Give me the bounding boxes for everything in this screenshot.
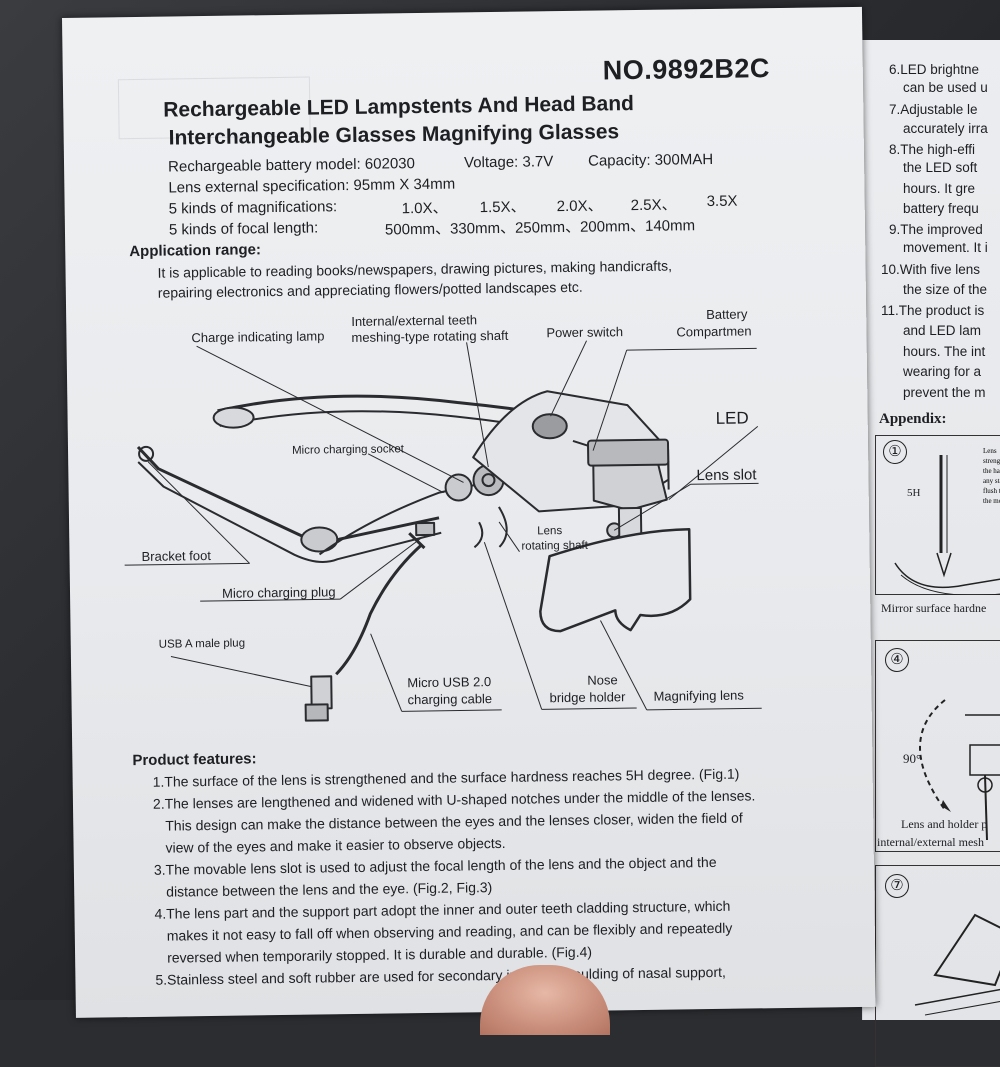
figure-4-box <box>875 640 1000 852</box>
feature-line-10: 5.Stainless steel and soft rubber are us… <box>155 963 726 988</box>
label-lens-slot: Lens slot <box>696 466 757 485</box>
label-lens-shaft-1: Lens <box>537 525 563 538</box>
right-page-line: the LED soft <box>903 160 978 175</box>
figure-1-number: ① <box>883 440 907 464</box>
right-page: 6.LED brightne can be used u 7.Adjustable … <box>862 40 1000 1067</box>
label-power-switch: Power switch <box>546 324 624 341</box>
label-teeth-shaft-1: Internal/external teeth <box>351 312 478 329</box>
right-page-line: 11.The product is <box>881 303 985 318</box>
svg-text:the mo: the mo <box>983 497 1000 505</box>
label-teeth-shaft-2: meshing-type rotating shaft <box>351 327 509 345</box>
figure-1-caption: Mirror surface hardne <box>881 601 987 615</box>
label-cable-1: Micro USB 2.0 <box>407 674 492 691</box>
svg-text:flush t: flush t <box>983 487 1000 495</box>
label-magnifying-lens: Magnifying lens <box>653 687 744 704</box>
right-page-line: prevent the m <box>903 385 986 400</box>
label-nose-1: Nose <box>587 672 618 688</box>
svg-text:any sta: any sta <box>983 477 1000 485</box>
figure-4-caption-1: Lens and holder p <box>901 817 988 831</box>
right-page-line: 6.LED brightne <box>889 62 980 77</box>
label-bracket-foot: Bracket foot <box>141 547 211 564</box>
label-cable-2: charging cable <box>407 691 493 708</box>
feature-line-5: 3.The movable lens slot is used to adjus… <box>153 853 717 878</box>
right-page-line: 8.The high-effi <box>889 142 976 157</box>
figure-4-caption-2: internal/external mesh <box>877 835 984 849</box>
label-battery-1: Battery <box>706 306 748 323</box>
right-page-line: hours. It gre <box>903 181 976 196</box>
right-page-line: can be used u <box>903 80 988 95</box>
label-led: LED <box>715 408 749 428</box>
figure-4-angle: 90° <box>903 751 922 766</box>
figure-4-drawing <box>919 699 1000 841</box>
appendix-heading: Appendix: <box>879 411 947 427</box>
label-usb-plug: USB A male plug <box>158 637 246 651</box>
figure-1-box <box>875 435 1000 595</box>
label-battery-2: Compartmen <box>676 323 752 340</box>
right-page-line: accurately irra <box>903 121 988 136</box>
figure-4-number: ④ <box>885 648 909 672</box>
product-features-heading: Product features: <box>132 750 257 770</box>
label-micro-socket: Micro charging socket <box>291 443 404 457</box>
right-page-line: and LED lam <box>903 323 982 338</box>
svg-text:the har: the har <box>983 467 1000 475</box>
right-page-line: battery frequ <box>903 201 979 216</box>
figure-1-5h-label: 5H <box>907 487 921 499</box>
label-lens-shaft-2: rotating shaft <box>521 539 588 553</box>
glasses-diagram <box>124 340 762 722</box>
feature-line-3: This design can make the distance betwee… <box>165 809 743 834</box>
right-page-line: 9.The improved <box>889 222 983 237</box>
feature-line-8: makes it not easy to fall off when obser… <box>166 919 733 944</box>
instruction-sheet: NO.9892B2C Rechargeable LED Lampstents A… <box>62 6 876 1018</box>
feature-line-1: 1.The surface of the lens is strengthene… <box>152 765 740 790</box>
svg-text:strength: strength <box>983 457 1000 465</box>
feature-line-2: 2.The lenses are lengthened and widened … <box>152 787 756 812</box>
right-page-line: 10.With five lens <box>881 262 981 277</box>
right-page-line: hours. The int <box>903 344 986 359</box>
feature-line-6: distance between the lens and the eye. (… <box>166 879 493 900</box>
label-charge-lamp: Charge indicating lamp <box>191 328 325 346</box>
right-page-line: the size of the <box>903 282 988 297</box>
right-page-line: wearing for a <box>903 364 982 379</box>
svg-text:Lens: Lens <box>983 447 997 455</box>
feature-line-9: reversed when temporarily stopped. It is… <box>167 943 593 966</box>
right-page-line: movement. It i <box>903 240 988 255</box>
figure-1-drawing: Lens strength the har any sta flush t th… <box>894 447 1000 595</box>
feature-line-7: 4.The lens part and the support part ado… <box>154 897 731 922</box>
figure-7-number: ⑦ <box>885 874 909 898</box>
feature-line-4: view of the eyes and make it easier to o… <box>165 834 506 856</box>
label-nose-2: bridge holder <box>549 689 626 706</box>
right-page-line: 7.Adjustable le <box>889 102 978 117</box>
figure-7-drawing <box>914 913 1000 1016</box>
label-micro-plug: Micro charging plug <box>221 584 336 601</box>
